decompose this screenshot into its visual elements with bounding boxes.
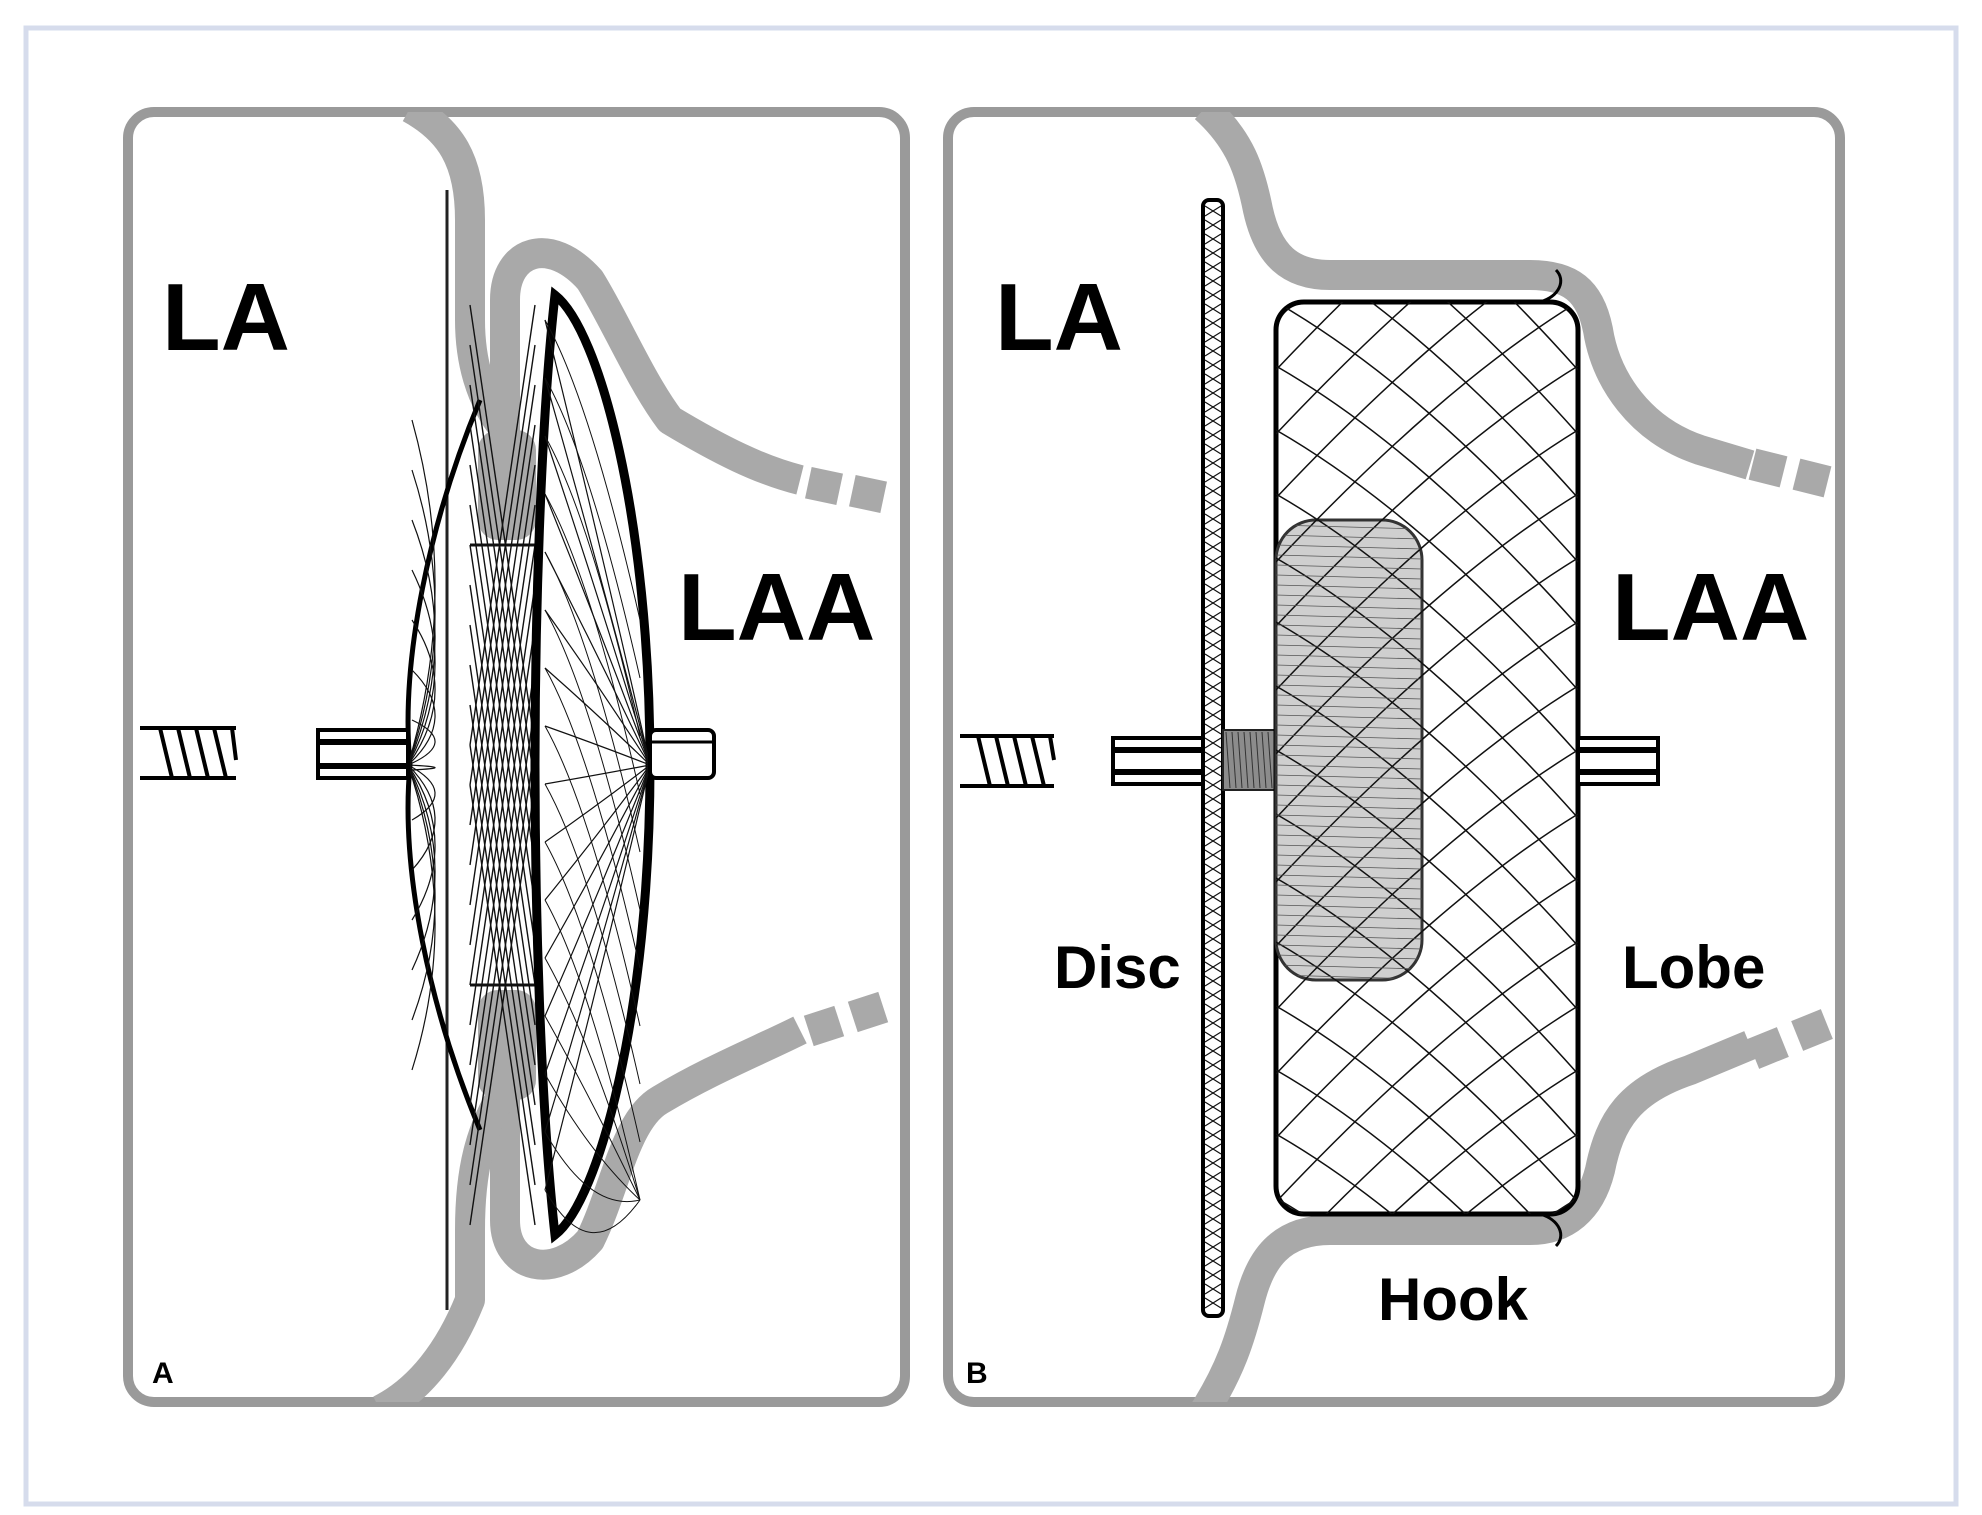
panel-b-hook-label: Hook — [1378, 1266, 1529, 1333]
panel-b-lobe-label: Lobe — [1622, 934, 1765, 1001]
panel-b-disc-label: Disc — [1054, 934, 1181, 1001]
panel-a-distal-hub — [648, 728, 716, 780]
panel-b-laa-label: LAA — [1612, 554, 1809, 661]
panel-b: LA LAA Disc Lobe Hook B — [943, 107, 1845, 1407]
panel-b-tissue — [1192, 112, 1833, 1402]
panel-b-lobe — [1273, 268, 1581, 1248]
panel-a-lobe-mesh — [544, 319, 651, 1234]
panel-b-anchor-region — [1274, 518, 1424, 982]
panel-a-delivery-screw — [140, 726, 238, 780]
panel-b-distal-hub — [1576, 736, 1660, 786]
panel-b-letter: B — [966, 1357, 988, 1390]
panel-a-ostium-lower — [478, 990, 536, 1100]
panel-a-laa-label: LAA — [678, 554, 875, 661]
panel-a: LA LAA A — [123, 107, 910, 1407]
panel-b-disc — [1201, 198, 1225, 1318]
panel-a-proximal-hub — [316, 728, 410, 780]
panel-b-proximal-hub — [1111, 736, 1205, 786]
panel-b-delivery-screw — [960, 734, 1056, 788]
panel-a-device — [140, 286, 716, 1244]
panel-b-la-label: LA — [995, 264, 1123, 371]
panel-a-letter: A — [152, 1357, 174, 1390]
panel-a-waist-mesh — [407, 304, 536, 1226]
panel-a-la-label: LA — [162, 264, 290, 371]
panel-a-ostium-upper — [478, 430, 536, 540]
